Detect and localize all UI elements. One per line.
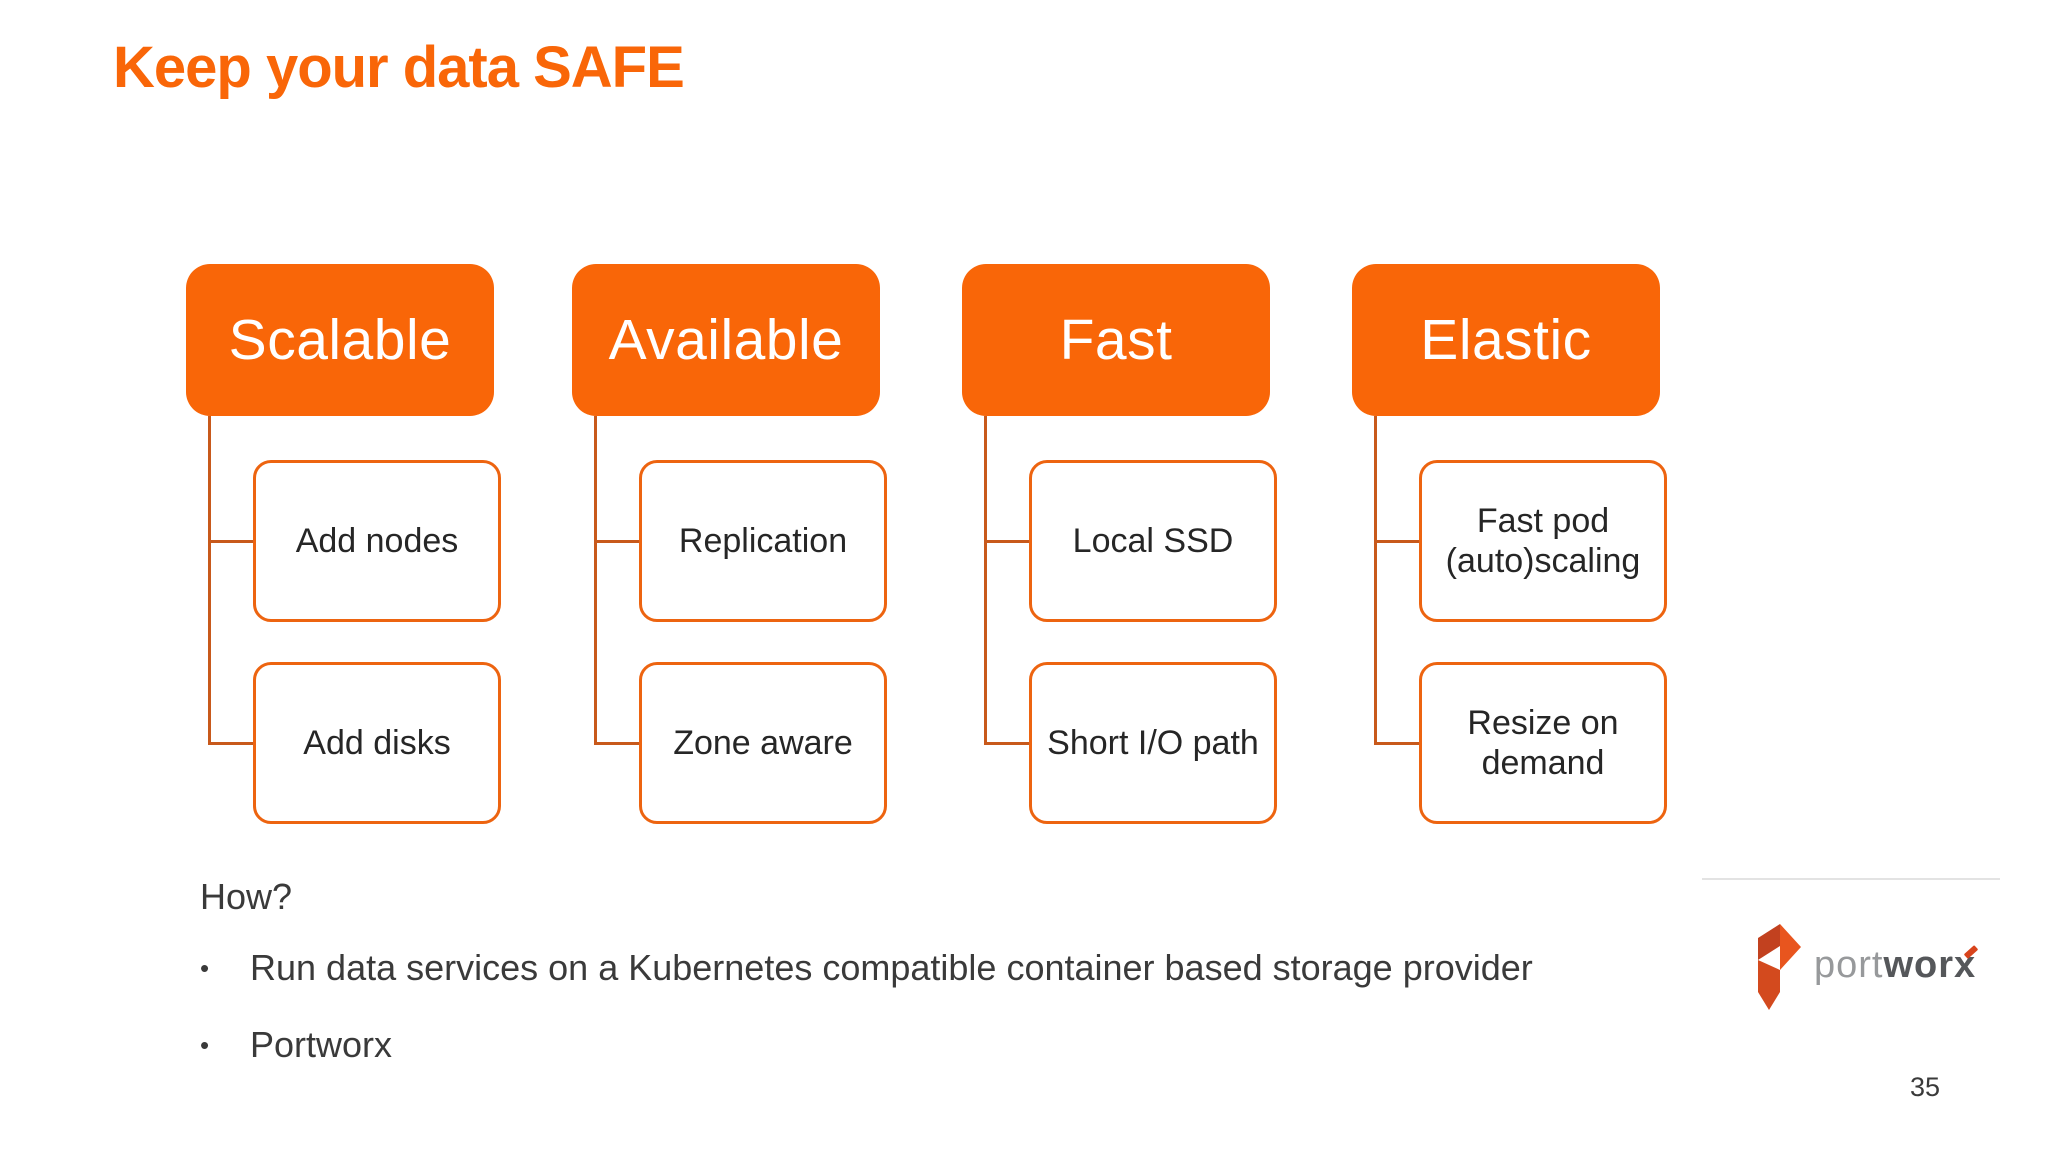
feature-label: Short I/O path [1047, 723, 1259, 762]
bullet-text: Run data services on a Kubernetes compat… [250, 947, 1533, 988]
connector-stub [984, 742, 1030, 745]
connector-stub [1374, 540, 1420, 543]
portworx-ribbon-icon [1758, 924, 1801, 1010]
feature-box: Fast pod (auto)scaling [1419, 460, 1667, 622]
feature-label: Add nodes [295, 521, 459, 560]
feature-box: Short I/O path [1029, 662, 1277, 824]
category-label: Scalable [228, 308, 452, 372]
diagram-column-elastic: Elastic Fast pod (auto)scaling Resize on… [1352, 264, 1667, 839]
feature-box: Add nodes [253, 460, 501, 622]
divider [1702, 878, 2000, 880]
feature-label: Fast pod (auto)scaling [1445, 501, 1641, 580]
diagram-column-fast: Fast Local SSD Short I/O path [962, 264, 1277, 839]
feature-label: Add disks [303, 723, 451, 762]
bullet-list: • Run data services on a Kubernetes comp… [200, 946, 1533, 1100]
connector-stub [208, 742, 254, 745]
category-box: Available [572, 264, 880, 416]
feature-label: Zone aware [673, 723, 853, 762]
page-number: 35 [1910, 1072, 1941, 1102]
category-box: Elastic [1352, 264, 1660, 416]
logo-text-worx: wor [1883, 944, 1955, 986]
connector-stub [1374, 742, 1420, 745]
list-item: • Run data services on a Kubernetes comp… [200, 946, 1533, 990]
feature-label: Local SSD [1072, 521, 1234, 560]
feature-box: Local SSD [1029, 460, 1277, 622]
category-label: Elastic [1420, 308, 1592, 372]
list-item: • Portworx [200, 1023, 1533, 1067]
logo-text-x: x [1954, 944, 1979, 987]
bullet-icon: • [200, 1030, 210, 1060]
category-box: Fast [962, 264, 1270, 416]
diagram-column-available: Available Replication Zone aware [572, 264, 887, 839]
logo-text-port: port [1814, 944, 1884, 986]
category-label: Available [608, 308, 844, 372]
feature-label: Replication [678, 521, 848, 560]
feature-box: Add disks [253, 662, 501, 824]
feature-box: Resize on demand [1419, 662, 1667, 824]
connector-stub [594, 742, 640, 745]
connector-trunk [208, 416, 211, 743]
feature-box: Replication [639, 460, 887, 622]
connector-trunk [1374, 416, 1377, 743]
portworx-wordmark: portworx [1814, 944, 1979, 987]
connector-trunk [984, 416, 987, 743]
bullet-text: Portworx [250, 1024, 393, 1065]
connector-trunk [594, 416, 597, 743]
connector-stub [984, 540, 1030, 543]
category-label: Fast [1059, 308, 1173, 372]
feature-box: Zone aware [639, 662, 887, 824]
category-box: Scalable [186, 264, 494, 416]
feature-label: Resize on demand [1467, 703, 1619, 782]
how-question: How? [200, 876, 293, 917]
connector-stub [208, 540, 254, 543]
bullet-icon: • [200, 953, 210, 983]
page-title: Keep your data SAFE [113, 35, 685, 100]
portworx-logo: portworx [1754, 916, 2000, 1016]
connector-stub [594, 540, 640, 543]
diagram-column-scalable: Scalable Add nodes Add disks [186, 264, 501, 839]
